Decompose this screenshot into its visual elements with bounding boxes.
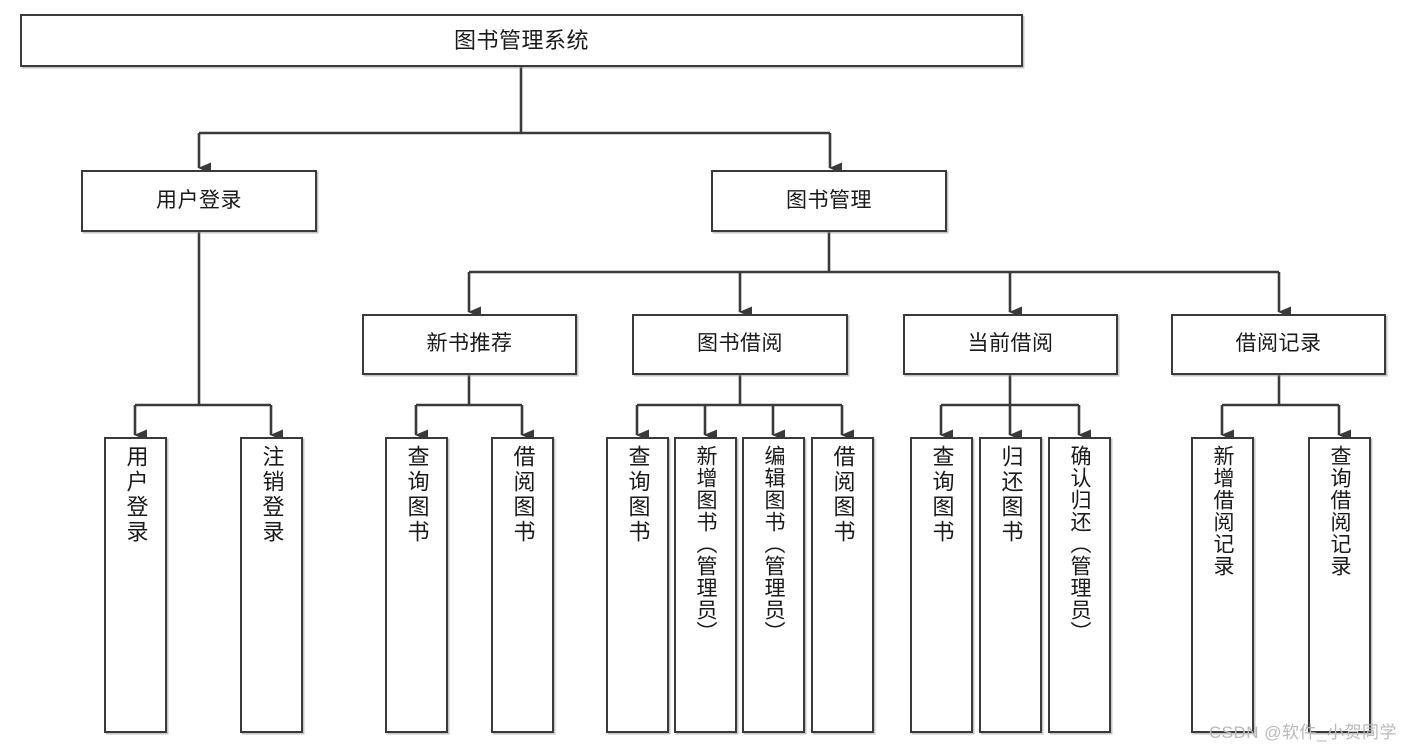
leaf-borrow-book[interactable]: 借阅图书 [811,437,874,733]
node-label: 查询借阅记录 [1328,445,1351,577]
node-label: 查询图书 [625,445,651,545]
node-label: 图书借阅 [697,332,783,356]
node-label: 注销登录 [259,445,285,545]
leaf-user-login[interactable]: 用户登录 [104,437,167,733]
node-label: 确认归还（管理员） [1068,445,1091,643]
node-current-borrow[interactable]: 当前借阅 [903,314,1118,375]
node-label: 归还图书 [998,445,1024,545]
node-user-login[interactable]: 用户登录 [81,170,317,232]
leaf-borrow-book-recommend[interactable]: 借阅图书 [491,437,554,733]
leaf-return-book[interactable]: 归还图书 [979,437,1042,733]
leaf-query-book-recommend[interactable]: 查询图书 [385,437,448,733]
leaf-query-book-current[interactable]: 查询图书 [910,437,973,733]
node-label: 图书管理系统 [453,27,589,53]
leaf-query-borrow-record[interactable]: 查询借阅记录 [1308,437,1371,733]
node-label: 图书管理 [786,188,872,212]
node-label: 查询图书 [404,445,430,545]
node-label: 用户登录 [156,188,242,212]
node-label: 查询图书 [929,445,955,545]
leaf-confirm-return-admin[interactable]: 确认归还（管理员） [1048,437,1111,733]
leaf-query-book-borrow[interactable]: 查询图书 [606,437,669,733]
node-label: 用户登录 [123,445,149,545]
node-label: 新增借阅记录 [1211,445,1234,577]
node-label: 借阅图书 [830,445,856,545]
csdn-watermark: CSDN @软件_小贺同学 [1208,723,1397,742]
leaf-add-borrow-record[interactable]: 新增借阅记录 [1191,437,1254,733]
node-label: 当前借阅 [967,332,1054,356]
node-label: 借阅记录 [1235,332,1322,356]
leaf-edit-book-admin[interactable]: 编辑图书（管理员） [742,437,805,733]
node-book-borrow[interactable]: 图书借阅 [632,314,848,375]
node-label: 借阅图书 [510,445,536,545]
node-label: 新书推荐 [426,332,513,356]
node-label: 编辑图书（管理员） [762,445,785,643]
leaf-logout[interactable]: 注销登录 [240,437,303,733]
leaf-add-book-admin[interactable]: 新增图书（管理员） [674,437,737,733]
node-new-book-recommend[interactable]: 新书推荐 [362,314,577,375]
node-root-system[interactable]: 图书管理系统 [20,14,1023,67]
node-borrow-record[interactable]: 借阅记录 [1171,314,1386,375]
node-label: 新增图书（管理员） [694,445,717,643]
node-book-management[interactable]: 图书管理 [711,170,947,232]
